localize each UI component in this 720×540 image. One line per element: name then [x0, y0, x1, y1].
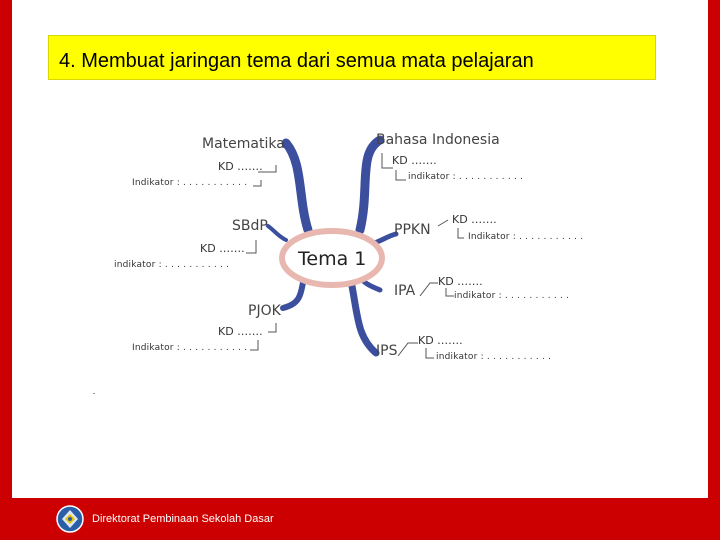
subject-ipa: IPA [394, 283, 416, 299]
connector-ips [397, 342, 418, 357]
branch-sbdp [266, 224, 288, 242]
subject-ppkn: PPKN [394, 222, 431, 238]
footer-bar: Direktorat Pembinaan Sekolah Dasar [12, 498, 708, 540]
kd-ips: KD ……. [418, 334, 463, 347]
kd-pjok: KD ……. [218, 325, 263, 338]
connector-ips-ind [425, 348, 434, 359]
indicator-ips: indikator : . . . . . . . . . . . [436, 352, 552, 362]
slide-title: 4. Membuat jaringan tema dari semua mata… [59, 50, 534, 72]
tut-wuri-handayani-logo-icon [56, 505, 84, 533]
subject-pjok: PJOK [248, 303, 281, 319]
indicator-sbdp: indikator : . . . . . . . . . . . [114, 260, 230, 270]
kd-bahasa-indonesia: KD ……. [392, 154, 437, 167]
kd-matematika: KD ……. [218, 160, 263, 173]
branch-bahasa-indonesia [355, 135, 385, 235]
connector-bahasa [381, 153, 393, 169]
indicator-pjok: Indikator : . . . . . . . . . . . [132, 343, 248, 353]
kd-ipa: KD ……. [438, 275, 483, 288]
mind-map-diagram: Tema 1 Matematika KD ……. Indikator : . .… [108, 128, 608, 373]
kd-sbdp: KD ……. [200, 242, 245, 255]
mind-map-branches [246, 135, 464, 359]
indicator-bahasa-indonesia: indikator : . . . . . . . . . . . [408, 172, 524, 182]
left-red-bar [0, 0, 12, 540]
indicator-ppkn: Indikator : . . . . . . . . . . . [468, 232, 584, 242]
footer-text: Direktorat Pembinaan Sekolah Dasar [92, 513, 274, 525]
connector-ipa [419, 282, 438, 297]
connector-ipa-ind [445, 288, 454, 297]
branch-ips [346, 272, 380, 357]
connector-sbdp [246, 240, 257, 254]
footer-text-bold: Sekolah Dasar [201, 513, 274, 525]
indicator-ipa: indikator : . . . . . . . . . . . [454, 291, 570, 301]
connector-bahasa-ind [395, 170, 406, 181]
connector-matematika [258, 165, 277, 173]
kd-ppkn: KD ……. [452, 213, 497, 226]
center-node-ring [279, 228, 385, 288]
connector-ppkn-ind [457, 228, 464, 239]
subject-bahasa-indonesia: Bahasa Indonesia [376, 132, 500, 148]
branch-matematika [281, 138, 313, 235]
center-topic: Tema 1 [298, 248, 367, 270]
subject-ips: IPS [376, 343, 398, 359]
subject-sbdp: SBdP [232, 218, 268, 234]
connector-pjok-ind [250, 340, 259, 351]
indicator-matematika: Indikator : . . . . . . . . . . . [132, 178, 248, 188]
connector-pjok [268, 323, 277, 333]
footer-text-prefix: Direktorat Pembinaan [92, 513, 202, 525]
connector-ppkn [437, 219, 449, 227]
connector-matematika-ind [253, 180, 262, 187]
subject-matematika: Matematika [202, 136, 285, 152]
title-banner: 4. Membuat jaringan tema dari semua mata… [48, 35, 656, 80]
stray-dot [93, 393, 95, 394]
right-red-bar [708, 0, 720, 540]
